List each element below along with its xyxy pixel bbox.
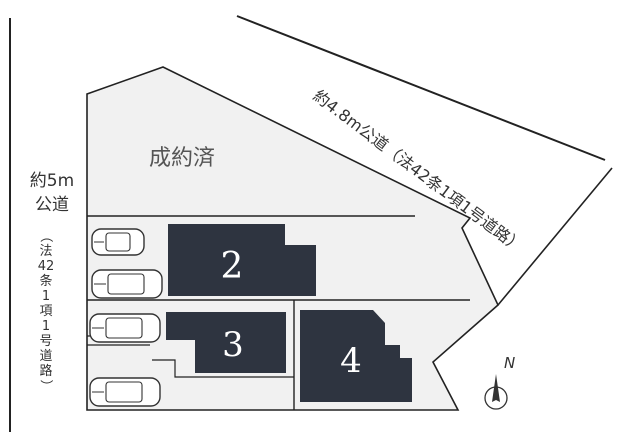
left-road-width-label: 約5m bbox=[30, 171, 74, 191]
building-lot2 bbox=[168, 224, 316, 296]
compass: N bbox=[484, 354, 515, 410]
sold-lot-label: 成約済 bbox=[149, 146, 215, 171]
compass-north-label: N bbox=[504, 354, 515, 372]
building-lot4 bbox=[300, 310, 412, 402]
lot3-label: 3 bbox=[222, 325, 244, 365]
left-road-law-char: 42 bbox=[38, 259, 55, 274]
left-road-law-char: 1 bbox=[42, 319, 50, 334]
left-road-law-char: 項 bbox=[39, 304, 52, 319]
car-2 bbox=[91, 269, 163, 299]
left-road-law-label: （法42条1項1号道路） bbox=[38, 229, 55, 392]
left-road-type-label: 公道 bbox=[35, 195, 69, 215]
left-road-law-char: 1 bbox=[42, 289, 50, 304]
left-road-law-char: 道 bbox=[39, 349, 52, 364]
left-road-law-char: 路 bbox=[39, 363, 52, 379]
car-1 bbox=[91, 228, 145, 256]
lot4-label: 4 bbox=[340, 341, 362, 381]
top-road-lower-boundary bbox=[497, 167, 613, 306]
left-road-law-char: 法 bbox=[39, 244, 52, 259]
north-arrow-icon bbox=[492, 374, 500, 402]
car-4 bbox=[89, 377, 161, 407]
left-road-law-char: 条 bbox=[39, 273, 52, 289]
top-road-upper-boundary bbox=[236, 15, 606, 161]
property-outline bbox=[86, 66, 499, 411]
car-3 bbox=[89, 313, 161, 343]
building-lot3 bbox=[166, 312, 286, 373]
lot4-access-line bbox=[152, 359, 294, 378]
left-road-law-char: （ bbox=[38, 229, 53, 242]
left-road-law-char: ） bbox=[38, 379, 53, 392]
lot2-label: 2 bbox=[221, 246, 244, 287]
left-road-law-char: 号 bbox=[39, 334, 52, 349]
